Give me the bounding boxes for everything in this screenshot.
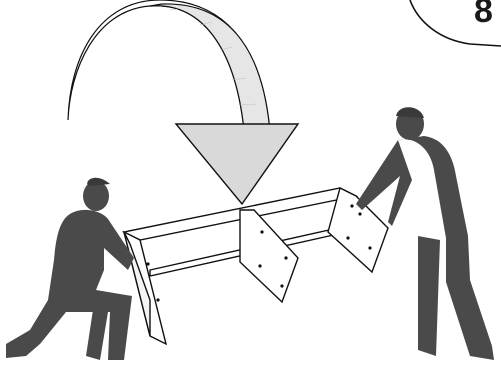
down-arrow-icon xyxy=(176,124,298,204)
curved-arrow-icon xyxy=(68,0,270,132)
middle-divider-panel xyxy=(240,210,298,302)
shelf-frame xyxy=(124,188,388,344)
person-left-kneeling xyxy=(6,178,134,360)
step-number: 8 xyxy=(474,0,493,31)
right-side-panel xyxy=(328,188,388,272)
